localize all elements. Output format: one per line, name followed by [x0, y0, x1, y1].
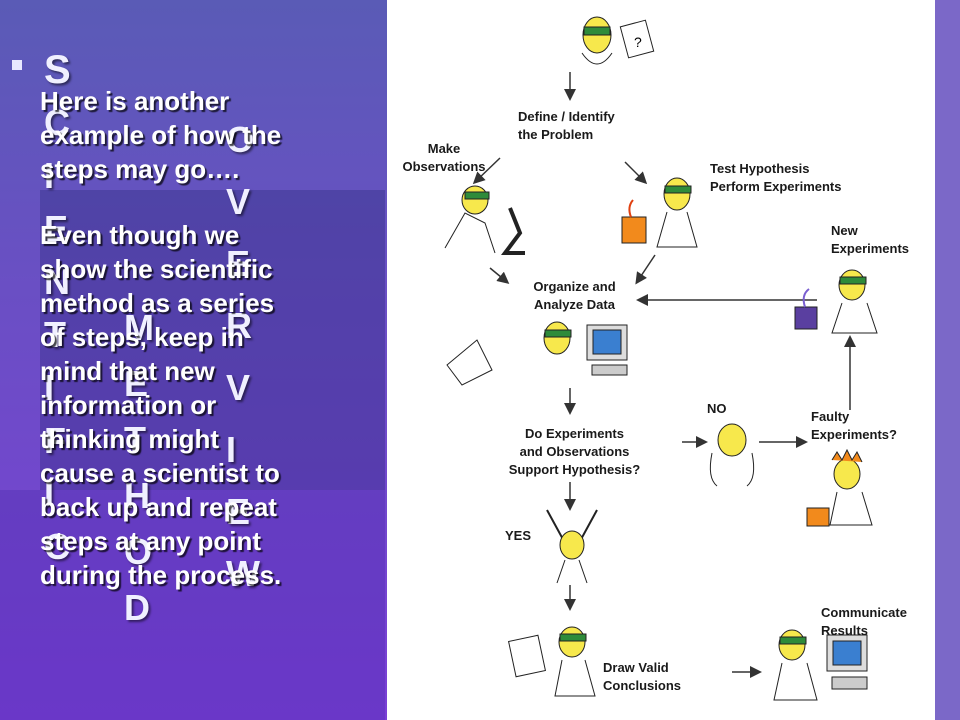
title-letter: H [124, 475, 150, 516]
scientist-experiment-figure [621, 177, 698, 248]
arrow [624, 161, 648, 185]
bullet-icon [12, 60, 22, 70]
label-support-hypothesis: Do Experiments and Observations Support … [508, 426, 641, 477]
title-letter: R [226, 305, 252, 346]
background-block [0, 490, 385, 720]
scientist-faulty-figure [806, 448, 873, 527]
scientist-celebrating-figure [546, 509, 598, 584]
arrow [472, 157, 501, 185]
title-letter: W [226, 553, 260, 594]
title-letter: E [44, 208, 69, 249]
title-letter: E [124, 363, 149, 404]
label-faulty-experiments: Faulty Experiments? [811, 409, 897, 442]
title-letter: M [124, 307, 154, 348]
label-test-hypothesis: Test Hypothesis Perform Experiments [710, 161, 842, 194]
label-define-problem: Define / Identify the Problem [518, 109, 615, 142]
arrow [489, 267, 510, 284]
arrow [635, 254, 656, 285]
scientist-communicate-figure [773, 629, 868, 701]
title-letter: T [44, 314, 66, 355]
label-organize-data: Organize and Analyze Data [533, 279, 616, 312]
title-letter: T [124, 419, 146, 460]
diagram-panel: ? [387, 0, 935, 720]
label-draw-conclusions: Draw Valid Conclusions [603, 660, 682, 693]
scientist-new-experiment-figure [794, 269, 878, 334]
background-block [40, 190, 385, 490]
label-make-observations: Make Observations [402, 141, 486, 174]
intro-paragraph: Here is another example of how the steps… [40, 86, 282, 184]
right-edge-strip [935, 0, 960, 720]
svg-text:?: ? [634, 34, 642, 50]
title-letter: I [226, 429, 237, 470]
title-letter: I [44, 367, 55, 408]
title-letter: E [226, 491, 251, 532]
label-communicate-results: Communicate Results [821, 605, 907, 638]
scientist-thinking-figure: ? [581, 16, 655, 65]
title-letter: O [124, 531, 153, 572]
body-paragraph: Even though we show the scientific metho… [40, 220, 282, 590]
label-yes: YES [505, 528, 532, 543]
title-letter: C [44, 102, 70, 143]
title-letter: I [44, 155, 55, 196]
title-letter: F [44, 420, 66, 461]
label-no: NO [707, 401, 727, 416]
scientist-confused-figure [709, 423, 755, 487]
title-letter: S [44, 48, 71, 92]
title-letter: V [226, 181, 251, 222]
title-letter: E [226, 243, 251, 284]
title-letter: D [124, 587, 150, 628]
title-letter: I [44, 473, 55, 514]
scientist-microscope-figure [444, 185, 525, 255]
scientist-computer-figure [446, 321, 628, 386]
title-letter: N [44, 261, 70, 302]
title-letter: V [226, 367, 251, 408]
title-letter: O [226, 119, 255, 160]
scientist-conclusion-figure [507, 626, 596, 697]
label-new-experiments: New Experiments [831, 223, 910, 256]
flow-arrows [472, 72, 856, 678]
title-letter: C [44, 526, 70, 567]
